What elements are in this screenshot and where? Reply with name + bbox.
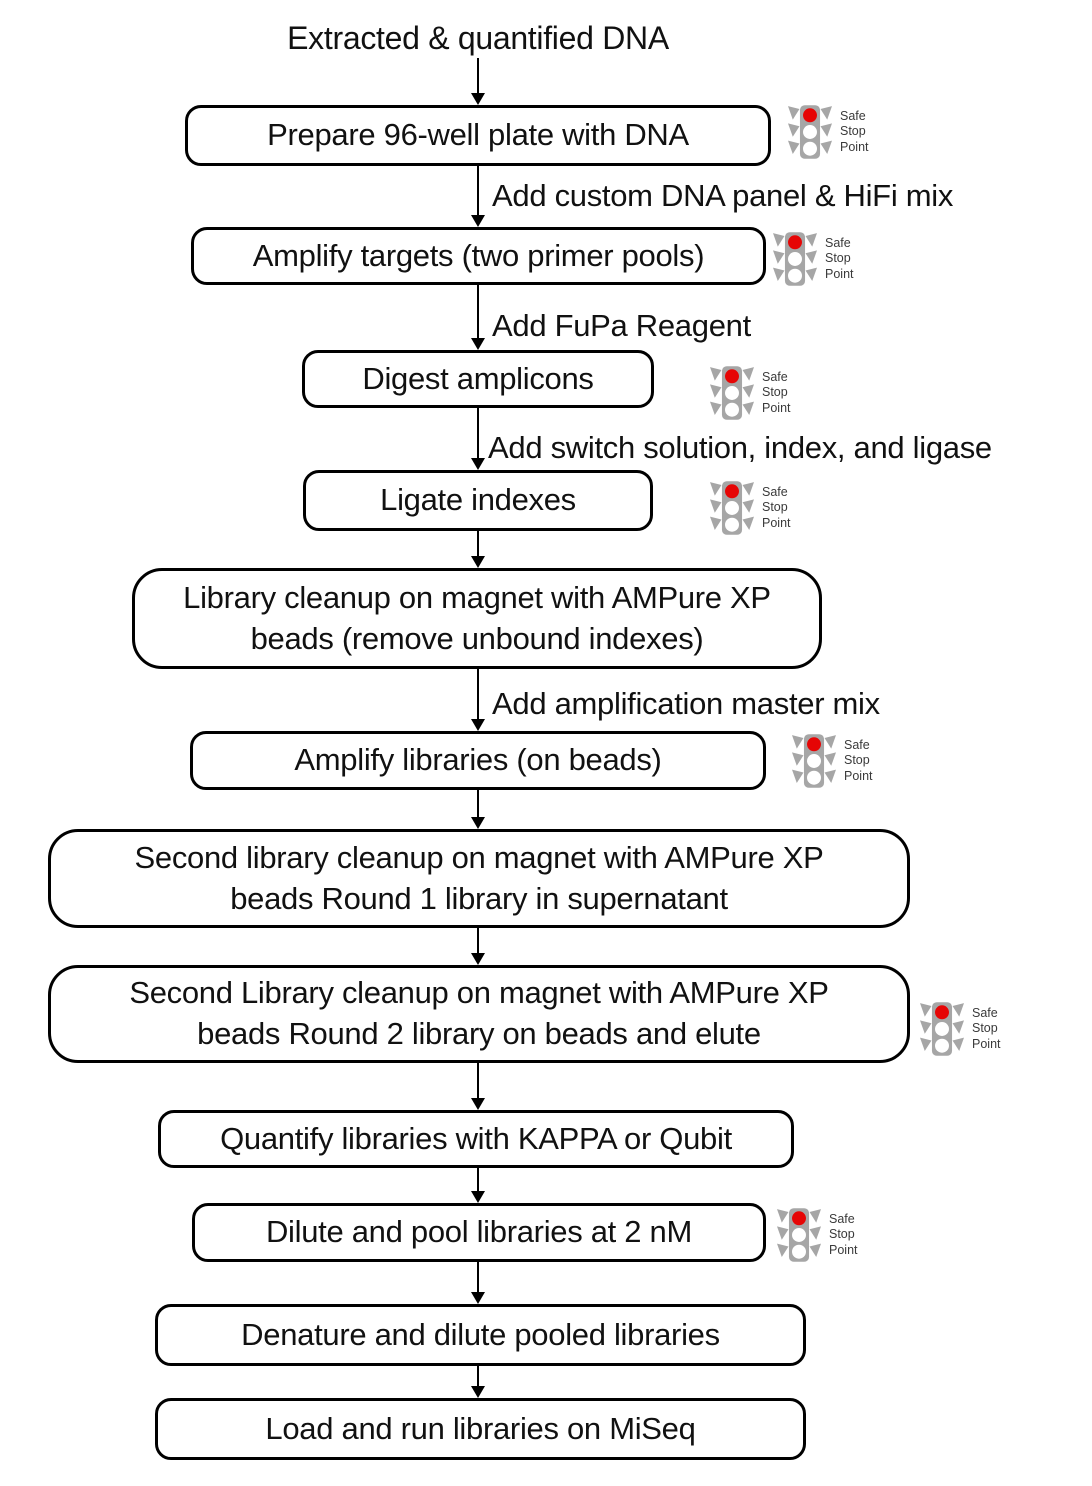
down-arrow <box>470 928 486 965</box>
safe-stop-indicator: Safe Stop Point <box>710 365 791 421</box>
down-arrow <box>470 669 486 731</box>
down-arrow <box>470 1063 486 1110</box>
node-second-cleanup-round-1: Second library cleanup on magnet with AM… <box>48 829 910 928</box>
edge-label-add-fupa: Add FuPa Reagent <box>492 308 751 343</box>
safe-stop-indicator: Safe Stop Point <box>710 480 791 536</box>
edge-label-add-amplification-mix: Add amplification master mix <box>492 686 880 721</box>
safe-stop-text-line: Stop <box>762 385 788 400</box>
node-quantify-libraries: Quantify libraries with KAPPA or Qubit <box>158 1110 794 1168</box>
node-load-run-miseq: Load and run libraries on MiSeq <box>155 1398 806 1460</box>
down-arrow <box>470 790 486 829</box>
node-prepare-plate: Prepare 96-well plate with DNA <box>185 105 771 166</box>
down-arrow <box>470 1366 486 1398</box>
safe-stop-indicator: Safe Stop Point <box>777 1207 858 1263</box>
safe-stop-text-line: Point <box>829 1242 858 1257</box>
down-arrow <box>470 285 486 350</box>
node-ligate-indexes: Ligate indexes <box>303 470 653 531</box>
edge-label-add-custom-panel: Add custom DNA panel & HiFi mix <box>492 178 954 213</box>
down-arrow <box>470 408 486 470</box>
safe-stop-text-line: Safe <box>972 1005 998 1020</box>
down-arrow <box>470 1168 486 1203</box>
safe-stop-text-line: Stop <box>844 753 870 768</box>
traffic-light-icon <box>710 366 754 420</box>
safe-stop-text-line: Safe <box>829 1211 855 1226</box>
down-arrow <box>470 1262 486 1304</box>
node-digest-amplicons: Digest amplicons <box>302 350 654 408</box>
traffic-light-icon <box>788 105 832 159</box>
safe-stop-text-line: Safe <box>825 235 851 250</box>
safe-stop-text-line: Point <box>844 768 873 783</box>
safe-stop-text-line: Stop <box>762 500 788 515</box>
down-arrow <box>470 58 486 105</box>
traffic-light-icon <box>920 1002 964 1056</box>
node-dilute-pool-libraries: Dilute and pool libraries at 2 nM <box>192 1203 766 1262</box>
node-amplify-targets: Amplify targets (two primer pools) <box>191 227 766 285</box>
safe-stop-text-line: Stop <box>972 1021 998 1036</box>
safe-stop-text-line: Stop <box>825 251 851 266</box>
edge-label-add-switch-solution: Add switch solution, index, and ligase <box>488 430 992 465</box>
safe-stop-text-line: Safe <box>762 484 788 499</box>
safe-stop-indicator: Safe Stop Point <box>792 733 873 789</box>
safe-stop-indicator: Safe Stop Point <box>773 231 854 287</box>
safe-stop-text-line: Safe <box>840 108 866 123</box>
node-amplify-libraries: Amplify libraries (on beads) <box>190 731 766 790</box>
safe-stop-text-line: Stop <box>840 124 866 139</box>
down-arrow <box>470 166 486 227</box>
safe-stop-text-line: Point <box>762 400 791 415</box>
node-second-cleanup-round-2: Second Library cleanup on magnet with AM… <box>48 965 910 1063</box>
safe-stop-indicator: Safe Stop Point <box>788 104 869 160</box>
node-library-cleanup: Library cleanup on magnet with AMPure XP… <box>132 568 822 669</box>
safe-stop-text-line: Safe <box>844 737 870 752</box>
traffic-light-icon <box>777 1208 821 1262</box>
safe-stop-text-line: Safe <box>762 369 788 384</box>
traffic-light-icon <box>792 734 836 788</box>
start-label: Extracted & quantified DNA <box>287 20 669 56</box>
safe-stop-text-line: Point <box>972 1036 1001 1051</box>
safe-stop-text-line: Point <box>840 139 869 154</box>
node-denature-dilute: Denature and dilute pooled libraries <box>155 1304 806 1366</box>
traffic-light-icon <box>710 481 754 535</box>
safe-stop-text-line: Point <box>825 266 854 281</box>
down-arrow <box>470 531 486 568</box>
safe-stop-text-line: Stop <box>829 1227 855 1242</box>
safe-stop-text-line: Point <box>762 515 791 530</box>
safe-stop-indicator: Safe Stop Point <box>920 1001 1001 1057</box>
traffic-light-icon <box>773 232 817 286</box>
